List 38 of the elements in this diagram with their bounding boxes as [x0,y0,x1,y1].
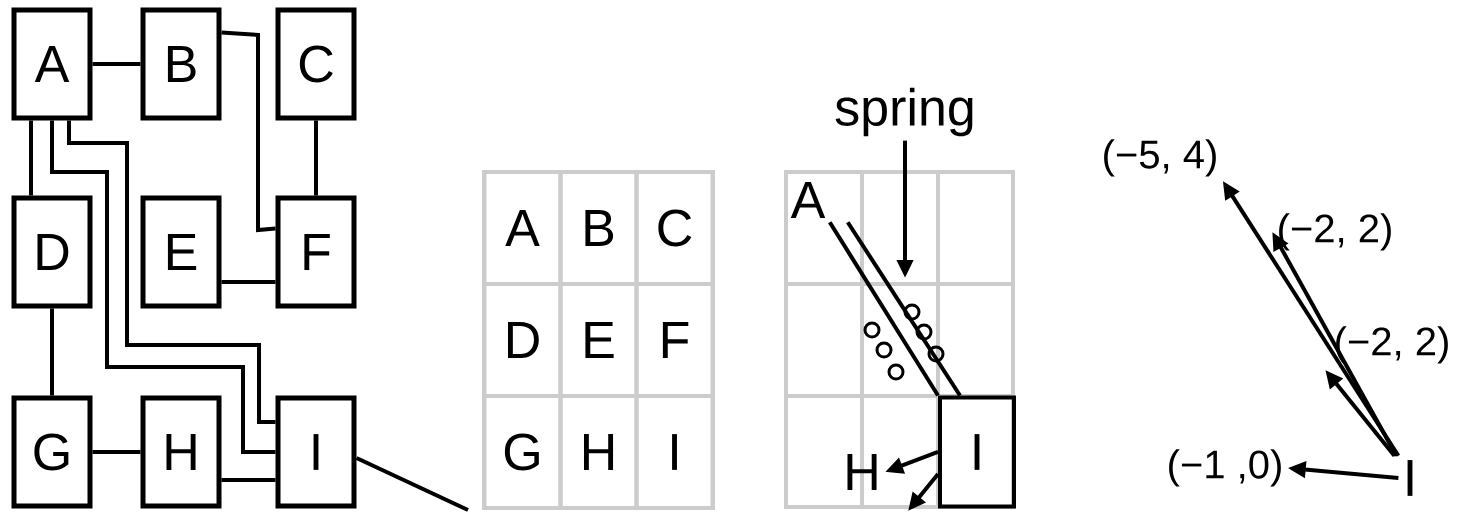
letter-box: F [275,195,357,309]
connector-line [828,221,940,397]
grid-cell: F [634,282,715,398]
vector-label: (−5, 4) [1104,139,1216,177]
letter-box: A [11,7,93,121]
grid-cell: A [482,170,563,286]
letter-box: I [938,395,1016,509]
grid-cell: D [482,282,563,398]
letter-box: I [275,395,357,509]
connector-line [221,280,276,284]
letter-box: C [275,7,357,121]
connector-line [50,308,54,396]
grid-cell: I [634,394,715,510]
node-label: H [847,454,877,490]
grid-cell: H [558,394,639,510]
connector-line [50,120,276,454]
connector-line [221,30,276,233]
connector-line [221,478,276,482]
connector-line [29,120,33,196]
connector-line [846,221,962,397]
connector-line [314,120,318,196]
spring-label: spring [835,87,973,137]
grid-cell: G [482,394,563,510]
letter-box: B [140,7,222,121]
connector-line [92,450,141,454]
connector-line [355,456,469,512]
node-label: A [790,182,826,218]
grid-cell: B [558,170,639,286]
letter-box: G [11,395,93,509]
grid-cell: E [558,282,639,398]
letter-box: D [11,195,93,309]
node-label: I [1407,460,1413,496]
letter-box: H [140,395,222,509]
letter-box: E [140,195,222,309]
vector-label: (−1 ,0) [1169,449,1281,487]
connector-line [67,120,276,424]
grid-cell: C [634,170,715,286]
connector-line [92,62,141,66]
